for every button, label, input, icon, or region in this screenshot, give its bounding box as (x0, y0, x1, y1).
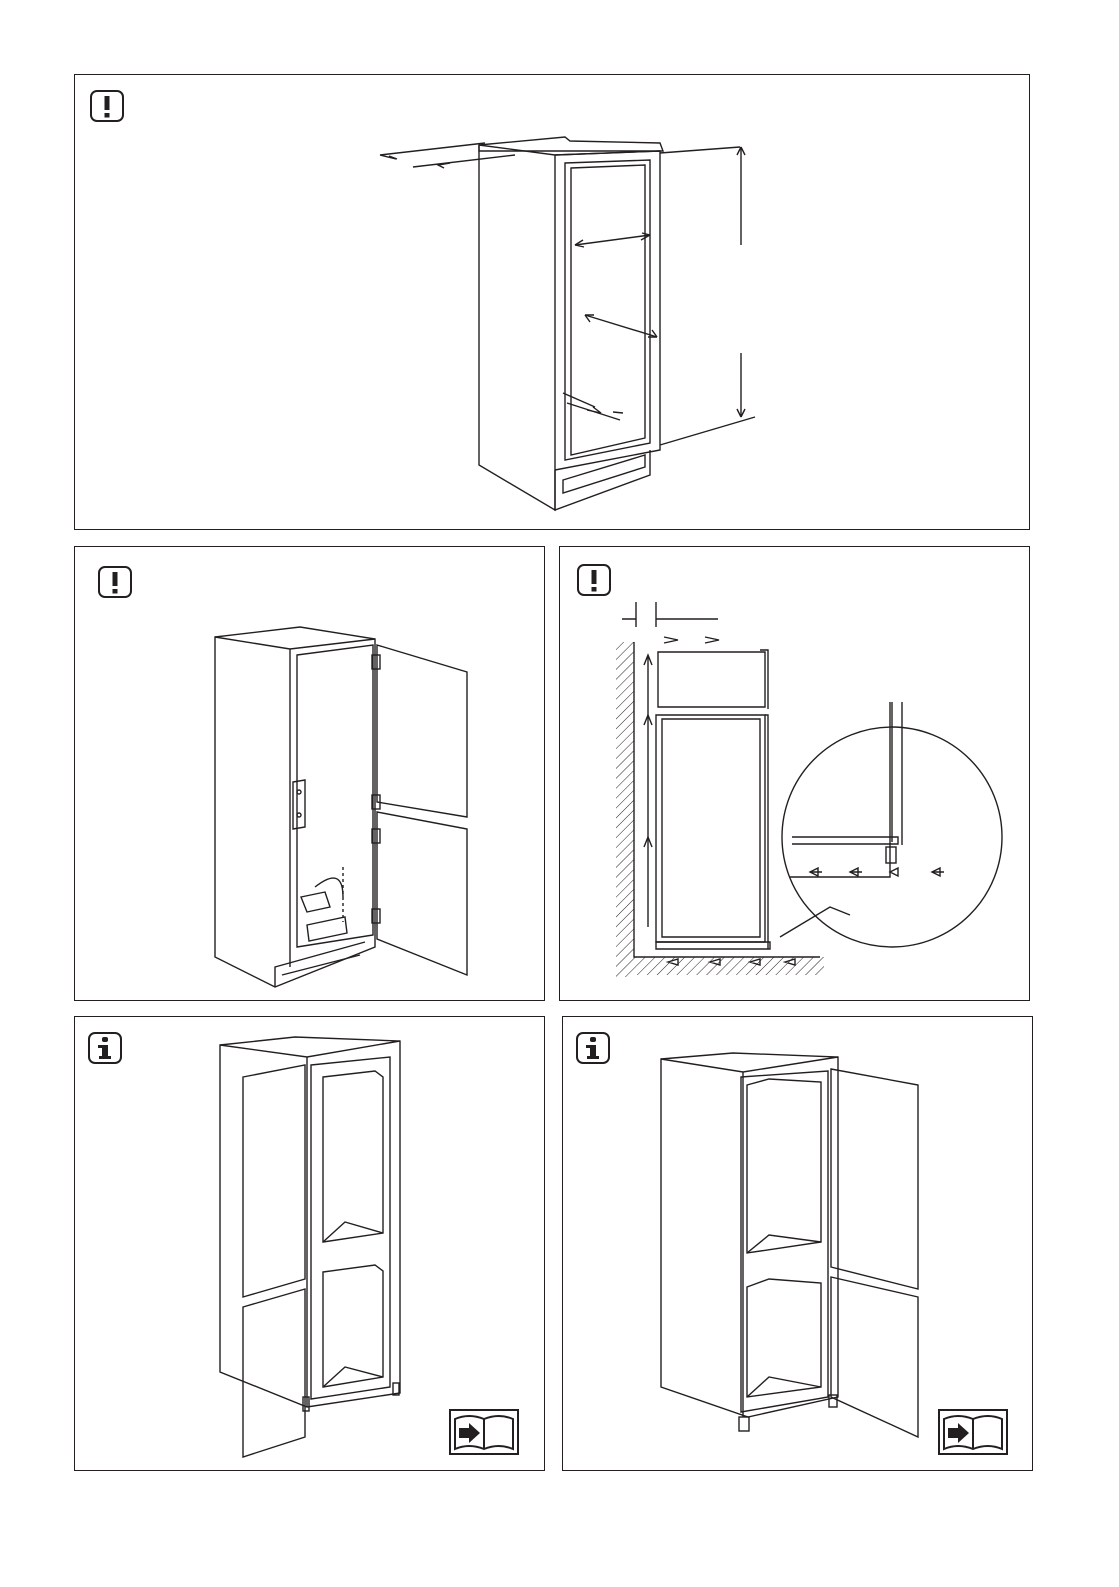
niche-cabinet-drawing (75, 75, 1031, 531)
panel-appliance-right (562, 1016, 1033, 1471)
manual-book-icon (449, 1409, 519, 1455)
panel-appliance-left (74, 1016, 545, 1471)
appliance-right-drawing (563, 1017, 1034, 1472)
panel-niche-dimensions (74, 74, 1030, 530)
door-hinge-drawing (75, 547, 546, 1002)
panel-door-hinge (74, 546, 545, 1001)
appliance-left-drawing (75, 1017, 546, 1472)
panel-ventilation (559, 546, 1030, 1001)
manual-book-icon (938, 1409, 1008, 1455)
ventilation-drawing (560, 547, 1031, 1002)
